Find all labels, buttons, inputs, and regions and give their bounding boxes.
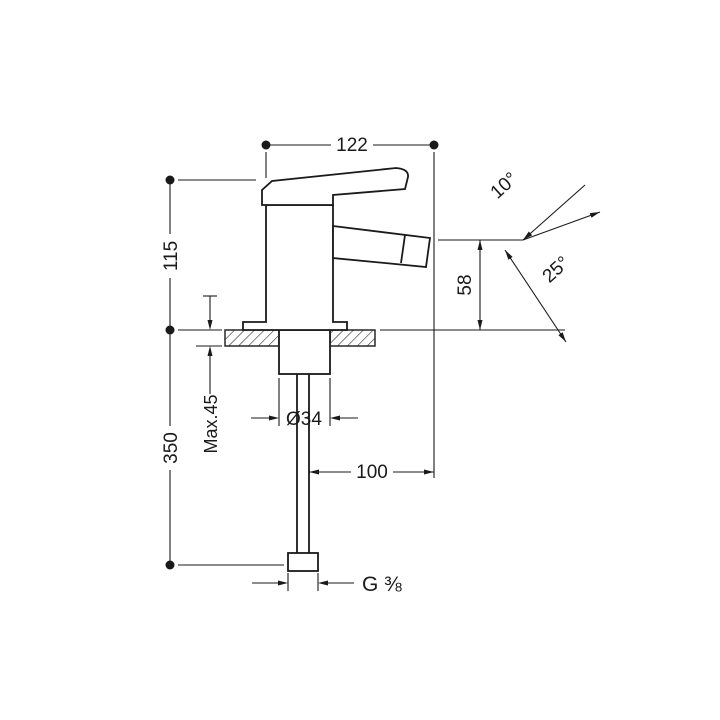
dimension-dot — [165, 560, 175, 570]
faucet-drawing — [242, 167, 432, 572]
faucet-handle — [261, 167, 409, 206]
mounting-deck-left — [224, 329, 280, 347]
dimension-dot — [429, 140, 439, 150]
dim-label-122: 122 — [336, 135, 368, 156]
dimension-dot — [261, 140, 271, 150]
arrowhead — [330, 415, 340, 421]
supply-hose — [296, 374, 310, 553]
arrowhead — [505, 250, 513, 260]
dim-label-g38: G ⅜ — [362, 573, 402, 596]
dim-label-350: 350 — [161, 432, 182, 464]
dimension-100: 100 — [309, 462, 434, 483]
dimension-g38: G ⅜ — [252, 573, 402, 596]
dimension-max45: Max.45 — [196, 295, 222, 454]
faucet-shank — [278, 329, 331, 375]
dim-label-115: 115 — [161, 241, 182, 271]
dim-label-max45: Max.45 — [201, 394, 221, 453]
dim-label-58: 58 — [455, 274, 476, 295]
arrowhead — [309, 469, 319, 475]
dimension-115: 115 — [160, 175, 256, 335]
arrowhead — [558, 332, 566, 342]
mounting-deck-right — [329, 329, 376, 347]
arrowhead — [269, 415, 279, 421]
dim-label-100: 100 — [356, 462, 388, 483]
arrowhead — [424, 469, 434, 475]
dimension-350: 350 — [160, 330, 284, 570]
mounting-deck — [224, 329, 376, 347]
arrowhead — [278, 580, 288, 586]
hose-fitting — [287, 552, 319, 572]
dimension-dot — [165, 175, 175, 185]
arrowhead — [207, 320, 213, 330]
arrowhead — [318, 580, 328, 586]
arrowhead — [477, 240, 483, 250]
aerator-ring-line — [400, 234, 406, 264]
dim-label-d34: Ø34 — [286, 409, 322, 430]
arrowhead — [477, 320, 483, 330]
arrowhead — [523, 231, 533, 240]
faucet-spout — [332, 224, 432, 268]
arrowhead — [207, 346, 213, 356]
dimension-122: 122 — [261, 135, 439, 478]
dimension-58: 58 — [380, 239, 565, 331]
arrowhead — [589, 212, 600, 218]
dimension-d34: Ø34 — [251, 378, 358, 430]
